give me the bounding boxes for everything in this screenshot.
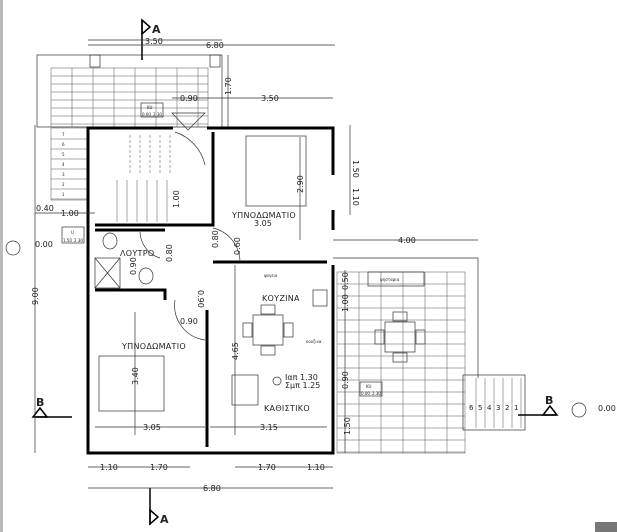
dim-1-70: 1.70 [224,77,233,95]
tile-grid [336,271,466,454]
dim-1-10: 1.10 [351,188,360,206]
stair-step-number: 7 [62,132,65,137]
stair-step-number: 1 [62,192,65,197]
dim-0-40: 0.40 [36,204,54,213]
dim-3-40: 3.40 [131,367,140,385]
dim-0-80-bath: 0.80 [165,244,174,262]
sink [312,289,328,307]
walls [86,126,335,455]
dim-2-90: 2.90 [296,175,305,193]
corner-tab [595,522,617,532]
stair-step-number: 4 [487,404,492,412]
dim-1-00: 1.00 [61,209,79,218]
section-b-left: B [31,396,72,418]
dim-0-60: 0.60 [233,237,242,255]
svg-text:KU: KU [147,105,153,110]
stove-label: κουζινα [306,339,322,344]
room-bedroom-top: ΥΠΝΟΔΩΜΑΤΙΟ [231,211,296,220]
sofa [231,374,259,406]
room-kitchen: ΚΟΥΖΙΝΑ [262,294,300,303]
stair-step-number: 5 [62,152,65,157]
room-bedroom-bottom: ΥΠΝΟΔΩΜΑΤΙΟ [121,342,186,351]
window-tag-ku-terrace: KU 0.00 2.30 [359,381,383,397]
window-tag-ku: KU 0.00 2.30 [140,102,164,118]
svg-text:2.30: 2.30 [153,112,162,117]
svg-text:B: B [36,396,44,409]
dim-1-00-k: 1.00 [341,294,350,312]
dim-0-90-t: 0.90 [341,371,350,389]
dining-table-kitchen [242,304,294,356]
svg-text:2.30: 2.30 [372,391,381,396]
dim-3-05-top: 3.05 [254,219,272,228]
level-marker-icon [571,402,587,418]
section-b-right: B [518,394,559,416]
svg-text:B: B [545,394,553,407]
dim-0-80-door: 0.80 [211,230,220,248]
fridge-label: ψυγειο [264,273,278,278]
svg-text:0.00: 0.00 [142,112,151,117]
dim-b-1-10-l: 1.10 [100,463,118,472]
dim-b-6-80: 6.80 [203,484,221,493]
window-tag-u: U 1.50 2.30 [61,226,85,244]
dim-3-15: 3.15 [260,423,278,432]
level-left: 0.00 [35,240,53,249]
dining-table-terrace [374,311,426,363]
svg-text:KU: KU [366,384,372,389]
dim-top-6-80: 6.80 [206,41,224,50]
level-marker-icon [5,240,21,256]
room-living: ΚΑΘΙΣΤΙΚΟ [264,404,310,413]
level-floor-2: Σμπ 1.25 [285,381,320,390]
level-marker-icon [272,376,282,386]
dim-1-00-stair: 1.00 [172,190,181,208]
stair-step-number: 1 [514,404,518,412]
dim-3-05-bot: 3.05 [143,423,161,432]
svg-text:A: A [160,513,169,526]
dim-4-00: 4.00 [398,236,416,245]
stair-step-number: 3 [496,404,500,412]
level-floor-1: Ιαπ 1.30 [285,373,318,382]
dim-b-1-70-r: 1.70 [258,463,276,472]
dim-b-1-10-r: 1.10 [307,463,325,472]
dim-0-90-bath: 0.90 [129,257,138,275]
dim-top-3-50: 3.50 [145,37,163,46]
svg-text:A: A [152,23,161,36]
bed-top [245,135,307,207]
dim-0-90: 0.90 [180,94,198,103]
svg-text:2.30: 2.30 [74,238,83,243]
dimension-lines [34,39,478,489]
stair-step-number: 2 [505,404,509,412]
room-bathroom: ΛΟΥΤΡΟ [120,249,154,258]
stair-step-number: 4 [62,162,65,167]
dim-9-00: 9.00 [31,287,40,305]
bed-bottom [98,355,165,412]
svg-text:1.50: 1.50 [63,238,72,243]
svg-text:U: U [71,230,74,235]
dim-0-90-door: 0.90 [180,317,198,326]
level-right: 0.00 [598,404,616,413]
stair-step-number: 6 [469,404,474,412]
stair-step-number: 5 [478,404,482,412]
upper-terrace [36,54,223,131]
barbecue-label: ψησταρια [380,277,400,282]
svg-text:0.00: 0.00 [361,391,370,396]
left-edge [0,0,3,532]
dim-0-90-bed: 0.90 [196,290,205,308]
dim-0-50: 0.50 [341,272,350,290]
stair-step-number: 3 [62,172,65,177]
section-a-bottom: A [149,488,169,526]
left-stair: 1 2 3 4 5 6 7 [50,127,171,222]
dim-4-65: 4.65 [231,342,240,360]
stair-step-number: 2 [62,182,65,187]
stair-step-number: 6 [62,142,65,147]
dim-3-50: 3.50 [261,94,279,103]
dim-1-50-t: 1.50 [343,417,352,435]
dim-b-1-70-l: 1.70 [150,463,168,472]
dim-1-50: 1.50 [351,160,360,178]
